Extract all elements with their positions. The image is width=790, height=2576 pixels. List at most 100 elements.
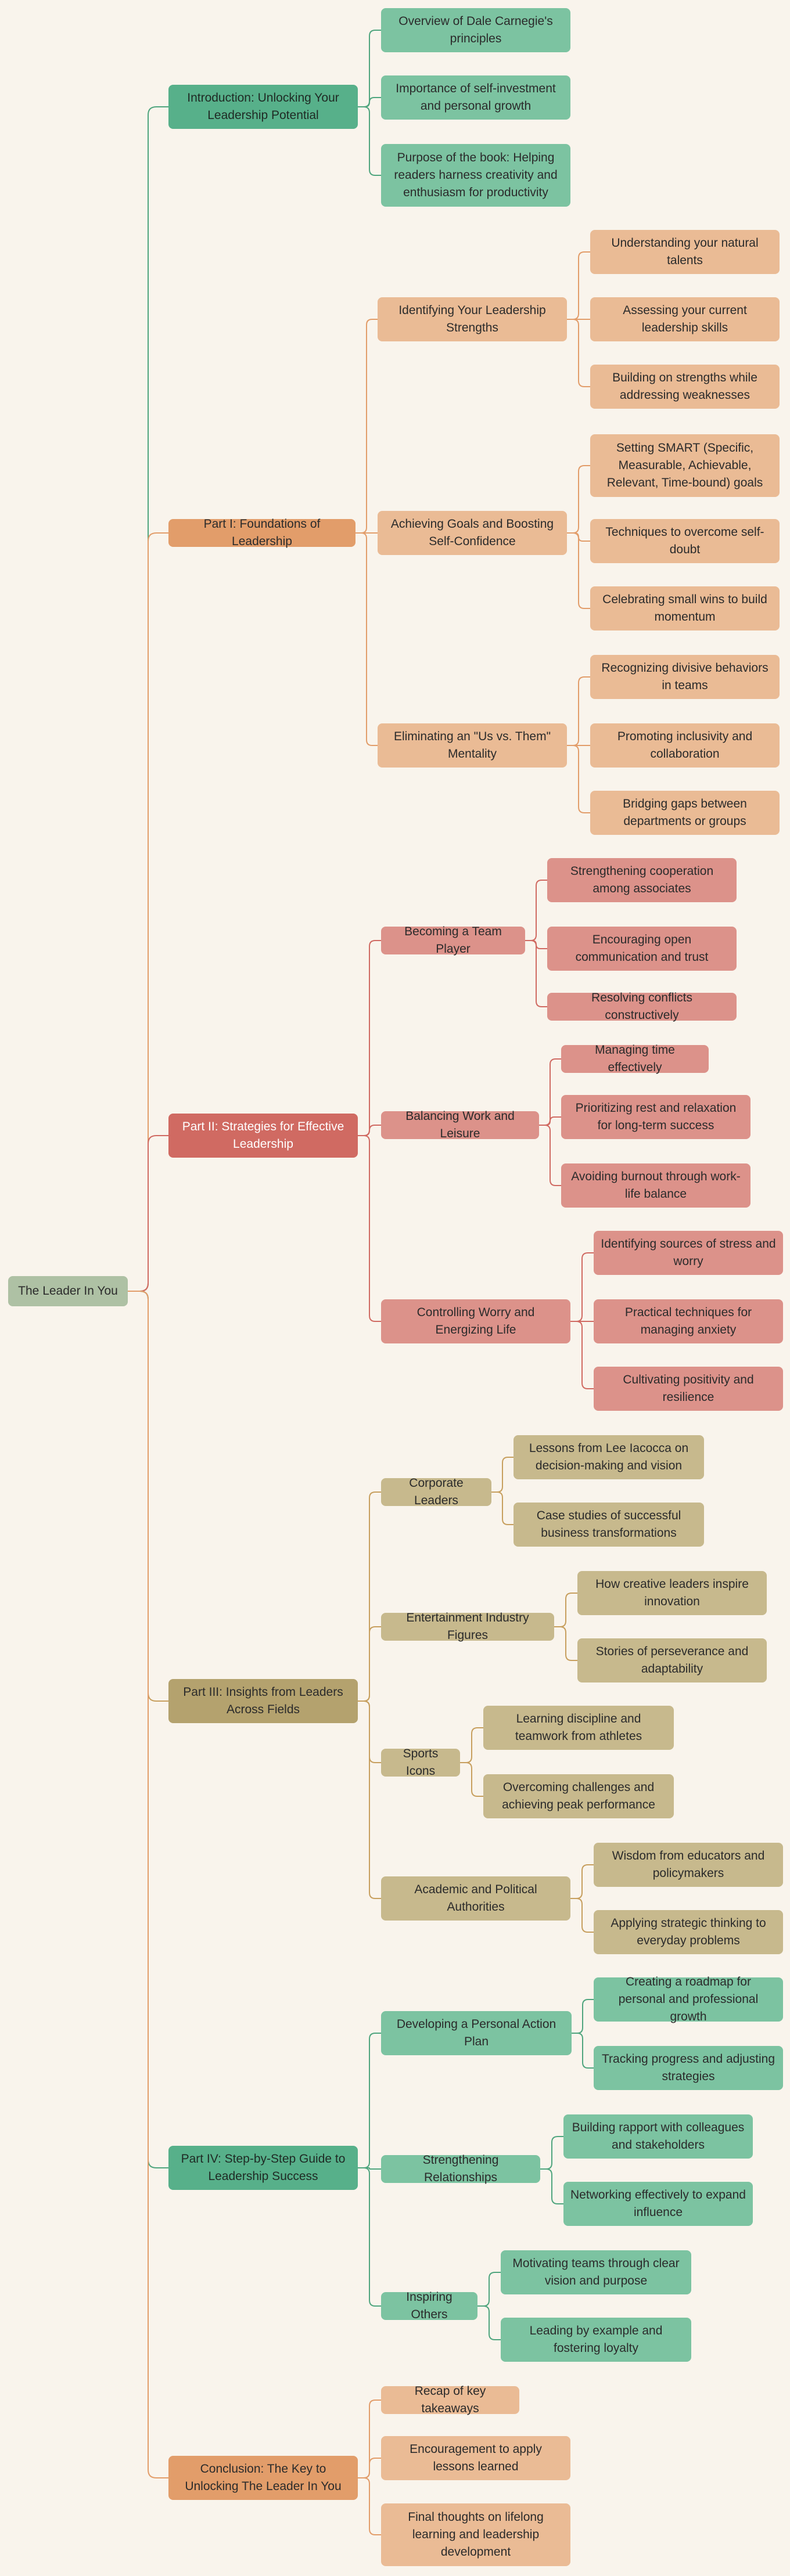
edge-topic-item <box>567 465 590 534</box>
edge-topic-item <box>540 2136 563 2170</box>
item-node: Building on strengths while addressing w… <box>590 365 780 409</box>
edge-topic-item <box>567 676 590 746</box>
item-node: Building rapport with colleagues and sta… <box>563 2114 753 2159</box>
edge-section-topic <box>358 97 381 107</box>
edge-topic-item <box>525 940 547 1007</box>
item-node: Celebrating small wins to build momentum <box>590 586 780 631</box>
item-node: Stories of perseverance and adaptability <box>577 1638 767 1682</box>
edge-section-topic <box>356 532 378 746</box>
edge-topic-item <box>539 1125 561 1186</box>
edge-section-topic <box>358 2167 381 2170</box>
edge-section-topic <box>358 2477 381 2535</box>
edge-section-topic <box>358 2033 381 2168</box>
item-node: Techniques to overcome self-doubt <box>590 519 780 563</box>
topic-node: Final thoughts on lifelong learning and … <box>381 2503 570 2566</box>
edge-topic-item <box>491 1457 514 1493</box>
topic-node: Importance of self-investment and person… <box>381 75 570 120</box>
edge-topic-item <box>570 1898 594 1933</box>
topic-node: Controlling Worry and Energizing Life <box>381 1299 570 1343</box>
edge-topic-item <box>460 1727 483 1763</box>
item-node: Leading by example and fostering loyalty <box>501 2318 691 2362</box>
edge-topic-item <box>460 1762 483 1797</box>
item-node: Recognizing divisive behaviors in teams <box>590 655 780 699</box>
edge-section-topic <box>358 1700 381 1899</box>
item-node: Learning discipline and teamwork from at… <box>483 1706 674 1750</box>
edge-topic-item <box>554 1626 577 1661</box>
item-node: Practical techniques for managing anxiet… <box>594 1299 783 1343</box>
item-node: Lessons from Lee Iacocca on decision-mak… <box>514 1435 704 1479</box>
edge-section-topic <box>358 2458 381 2478</box>
section-node: Part II: Strategies for Effective Leader… <box>168 1114 358 1158</box>
topic-node: Sports Icons <box>381 1747 460 1778</box>
topic-node: Developing a Personal Action Plan <box>381 2011 572 2055</box>
item-node: How creative leaders inspire innovation <box>577 1571 767 1615</box>
edge-topic-item <box>570 1252 594 1322</box>
topic-node: Achieving Goals and Boosting Self-Confid… <box>378 511 567 555</box>
edge-topic-item <box>572 1999 594 2034</box>
topic-node: Recap of key takeaways <box>381 2384 519 2415</box>
edge-topic-item <box>567 319 590 387</box>
item-node: Resolving conflicts constructively <box>547 991 737 1022</box>
topic-node: Inspiring Others <box>381 2290 477 2321</box>
topic-node: Purpose of the book: Helping readers har… <box>381 144 570 207</box>
edge-section-topic <box>358 2167 381 2307</box>
topic-node: Identifying Your Leadership Strengths <box>378 297 567 341</box>
topic-node: Corporate Leaders <box>381 1476 491 1507</box>
section-node: Conclusion: The Key to Unlocking The Lea… <box>168 2456 358 2500</box>
item-node: Case studies of successful business tran… <box>514 1503 704 1547</box>
edge-section-topic <box>358 1626 381 1702</box>
item-node: Strengthening cooperation among associat… <box>547 858 737 902</box>
edge-topic-item <box>572 2033 594 2069</box>
topic-node: Academic and Political Authorities <box>381 1876 570 1921</box>
edge-section-topic <box>358 106 381 176</box>
item-node: Motivating teams through clear vision an… <box>501 2250 691 2294</box>
edge-topic-item <box>567 745 590 813</box>
item-node: Assessing your current leadership skills <box>590 297 780 341</box>
item-node: Wisdom from educators and policymakers <box>594 1843 783 1887</box>
edge-topic-item <box>570 1321 594 1389</box>
topic-node: Encouragement to apply lessons learned <box>381 2436 570 2480</box>
item-node: Networking effectively to expand influen… <box>563 2182 753 2226</box>
edge-section-topic <box>358 940 381 1136</box>
item-node: Tracking progress and adjusting strategi… <box>594 2046 783 2090</box>
item-node: Identifying sources of stress and worry <box>594 1231 783 1275</box>
item-node: Prioritizing rest and relaxation for lon… <box>561 1095 751 1139</box>
section-node: Part IV: Step-by-Step Guide to Leadershi… <box>168 2146 358 2190</box>
edge-topic-item <box>554 1593 577 1627</box>
edge-topic-item <box>491 1491 514 1525</box>
edge-root-section <box>128 1291 168 2478</box>
edge-topic-item <box>567 251 590 320</box>
edge-topic-item <box>539 1116 561 1126</box>
section-node: Part III: Insights from Leaders Across F… <box>168 1679 358 1723</box>
edge-topic-item <box>525 880 547 941</box>
edge-topic-item <box>570 1864 594 1899</box>
item-node: Managing time effectively <box>561 1043 709 1074</box>
section-node: Part I: Foundations of Leadership <box>168 517 356 548</box>
item-node: Understanding your natural talents <box>590 230 780 274</box>
item-node: Promoting inclusivity and collaboration <box>590 723 780 768</box>
topic-node: Balancing Work and Leisure <box>381 1109 539 1140</box>
topic-node: Eliminating an "Us vs. Them" Mentality <box>378 723 567 768</box>
item-node: Applying strategic thinking to everyday … <box>594 1910 783 1954</box>
item-node: Encouraging open communication and trust <box>547 927 737 971</box>
item-node: Creating a roadmap for personal and prof… <box>594 1975 783 2023</box>
section-node: Introduction: Unlocking Your Leadership … <box>168 85 358 129</box>
item-node: Avoiding burnout through work-life balan… <box>561 1163 751 1208</box>
edge-topic-item <box>477 2272 501 2307</box>
item-node: Bridging gaps between departments or gro… <box>590 791 780 835</box>
edge-root-section <box>128 1135 168 1292</box>
topic-node: Entertainment Industry Figures <box>381 1611 554 1642</box>
edge-section-topic <box>356 319 378 534</box>
topic-node: Becoming a Team Player <box>381 925 525 956</box>
edge-topic-item <box>539 1058 561 1126</box>
root-node: The Leader In You <box>8 1276 128 1306</box>
topic-node: Strengthening Relationships <box>381 2153 540 2184</box>
edge-section-topic <box>358 1135 381 1322</box>
topic-node: Overview of Dale Carnegie's principles <box>381 8 570 52</box>
edge-topic-item <box>540 2168 563 2204</box>
edge-topic-item <box>567 532 590 609</box>
edge-section-topic <box>358 30 381 107</box>
item-node: Cultivating positivity and resilience <box>594 1367 783 1411</box>
